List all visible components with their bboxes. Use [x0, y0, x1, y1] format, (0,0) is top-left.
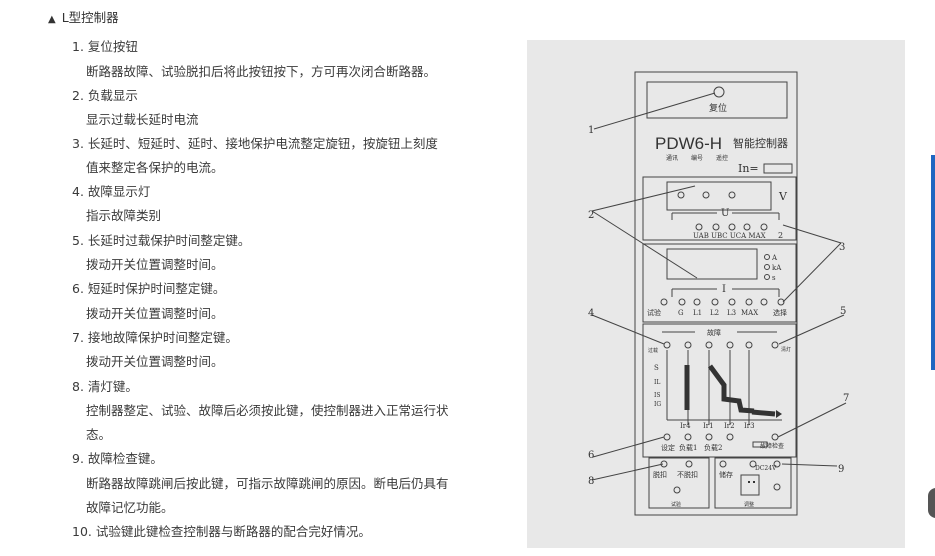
- fault-label: 故障: [707, 328, 721, 337]
- reset-button-icon: [713, 86, 725, 98]
- item-8-heading: 8. 清灯键。: [72, 379, 138, 394]
- unit-a: A: [771, 254, 778, 262]
- i-label: I: [722, 284, 726, 295]
- curve-s: S: [654, 364, 659, 372]
- item-8-text-2: 态。: [86, 427, 112, 442]
- controller-diagram: 复位 PDW6-H 智能控制器 通讯 编号 遥控 In= V U UAB UBC…: [527, 40, 905, 548]
- callout-9: 9: [838, 464, 844, 475]
- item-4-heading: 4. 故障显示灯: [72, 184, 151, 199]
- fault-curve-seg3: [751, 409, 776, 417]
- comm-label-3: 遥控: [716, 154, 728, 162]
- item-3-text: 值来整定各保护的电流。: [86, 160, 224, 175]
- fault-check-label: 故障检查: [760, 442, 784, 450]
- item-5-heading: 5. 长延时过载保护时间整定键。: [72, 233, 251, 248]
- callout-1: 1: [588, 125, 594, 136]
- triangle-icon: ▲: [48, 14, 56, 25]
- reset-area: [646, 81, 788, 119]
- item-9-heading: 9. 故障检查键。: [72, 451, 163, 466]
- item-9-text-2: 故障记忆功能。: [86, 500, 174, 515]
- voltage-display: [666, 181, 772, 211]
- i-btn-l1: L1: [693, 309, 702, 317]
- callout-3: 3: [839, 242, 845, 253]
- item-2-heading: 2. 负载显示: [72, 88, 138, 103]
- u-buttons-label: UAB UBC UCA MAX: [693, 232, 766, 240]
- ir1-label: Ir1: [703, 422, 714, 430]
- i-btn-g: G: [678, 309, 684, 317]
- load1-label: 负载1: [679, 443, 697, 452]
- setting-label: 设定: [661, 443, 675, 452]
- curve-is: IS: [654, 392, 660, 399]
- model-name: PDW6-H: [655, 134, 722, 153]
- callout-5: 5: [840, 306, 846, 317]
- v-label: V: [778, 190, 788, 203]
- callout-8: 8: [588, 476, 594, 487]
- callout-7: 7: [843, 393, 849, 404]
- i-btn-l2: L2: [710, 309, 719, 317]
- side-tab[interactable]: [931, 155, 935, 370]
- current-display-frame: [642, 243, 797, 323]
- item-9-text-1: 断路器故障跳闸后按此键，可指示故障跳闸的原因。断电后仍具有: [86, 476, 449, 491]
- fault-curve: [707, 364, 755, 414]
- side-button[interactable]: [928, 488, 935, 518]
- in-box: [763, 163, 793, 174]
- item-6-heading: 6. 短延时保护时间整定键。: [72, 281, 226, 296]
- unit-ka: kA: [772, 264, 782, 272]
- item-2-text: 显示过载长延时电流: [86, 112, 199, 127]
- callout-2: 2: [588, 210, 594, 221]
- panel-outline: [634, 71, 798, 516]
- i-btn-l3: L3: [727, 309, 736, 317]
- item-3-heading: 3. 长延时、短延时、延时、接地保护电流整定旋钮，按旋钮上刻度: [72, 136, 438, 151]
- document-text: ▲ L型控制器 1. 复位按钮 断路器故障、试验脱扣后将此按钮按下，方可再次闭合…: [48, 10, 449, 539]
- adjust-label: 调整: [744, 501, 754, 508]
- curve-il: IL: [654, 379, 660, 386]
- ir4-label: Ir4: [680, 422, 691, 430]
- item-7-text: 拨动开关位置调整时间。: [86, 354, 224, 369]
- u-label: U: [721, 208, 729, 219]
- store-label: 储存: [719, 470, 733, 479]
- curve-arrow-icon: [776, 410, 782, 418]
- callout-4: 4: [588, 308, 594, 319]
- item-6-text: 拨动开关位置调整时间。: [86, 306, 224, 321]
- comm-label-2: 编号: [691, 154, 703, 162]
- model-subtitle: 智能控制器: [733, 136, 788, 150]
- i-btn-select: 选择: [773, 308, 787, 317]
- u-num: 2: [778, 231, 783, 240]
- curve-ig: IG: [654, 401, 661, 408]
- item-10-heading: 10. 试验键此键检查控制器与断路器的配合完好情况。: [72, 524, 371, 539]
- ir2-label: Ir2: [724, 422, 735, 430]
- item-1-text: 断路器故障、试验脱扣后将此按钮按下，方可再次闭合断路器。: [86, 64, 437, 79]
- reset-label: 复位: [709, 102, 727, 114]
- callout-6: 6: [588, 450, 594, 461]
- current-display: [666, 248, 758, 280]
- comm-label-1: 通讯: [666, 154, 678, 162]
- i-btn-max: MAX: [741, 309, 758, 317]
- dc-label: DC24V: [755, 465, 777, 472]
- clear-label: 清灯: [781, 346, 791, 353]
- load2-label: 负载2: [704, 443, 722, 452]
- store-panel: [714, 457, 792, 509]
- item-5-text: 拨动开关位置调整时间。: [86, 257, 224, 272]
- trip-panel: [648, 457, 710, 509]
- item-8-text-1: 控制器整定、试验、故障后必须按此键，使控制器进入正常运行状: [86, 403, 449, 418]
- fault-panel: [642, 323, 797, 458]
- ir3-label: Ir3: [744, 422, 755, 430]
- unit-s: s: [772, 274, 776, 282]
- voltage-display-frame: [642, 176, 797, 241]
- section-title: ▲ L型控制器: [48, 10, 119, 25]
- item-4-text: 指示故障类别: [86, 208, 162, 223]
- no-trip-label: 不脱扣: [677, 470, 698, 479]
- in-label: In=: [738, 162, 759, 175]
- load-label: 过载: [648, 347, 658, 354]
- controller-svg: 复位 PDW6-H 智能控制器 通讯 编号 遥控 In= V U UAB UBC…: [588, 71, 849, 516]
- item-1-heading: 1. 复位按钮: [72, 39, 138, 54]
- dc-port: [740, 474, 760, 496]
- trip-label: 脱扣: [653, 470, 667, 479]
- item-7-heading: 7. 接地故障保护时间整定键。: [72, 330, 238, 345]
- i-btn-test: 试验: [647, 308, 661, 317]
- test-sub-label: 试验: [671, 501, 681, 508]
